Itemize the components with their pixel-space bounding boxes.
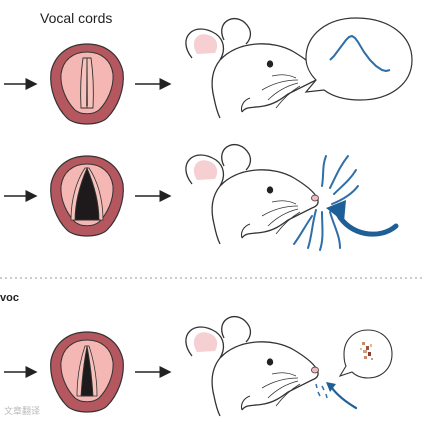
mouse-head: [185, 17, 320, 119]
inhalation-arrow: [326, 200, 399, 237]
noise-spectrogram: [360, 342, 373, 360]
larynx-narrow-glottis: [50, 43, 124, 125]
watermark-text: 文章翻译: [4, 406, 41, 416]
row-2: [4, 143, 399, 251]
larynx-partly-open-glottis: [50, 331, 124, 413]
ultrasound-waveform: [329, 35, 391, 72]
row-3: [4, 315, 393, 417]
vocal-cords-label: Vocal cords: [40, 10, 113, 26]
larynx-open-glottis: [50, 155, 124, 237]
small-speech-bubble: [338, 329, 393, 379]
row-1: [4, 17, 413, 125]
speech-bubble: [304, 17, 413, 101]
mouse-head: [185, 315, 320, 417]
voc-section-label: voc: [0, 292, 19, 304]
mouse-head: [185, 143, 320, 245]
small-airflow: [315, 382, 358, 410]
airflow-lines: [293, 155, 359, 251]
